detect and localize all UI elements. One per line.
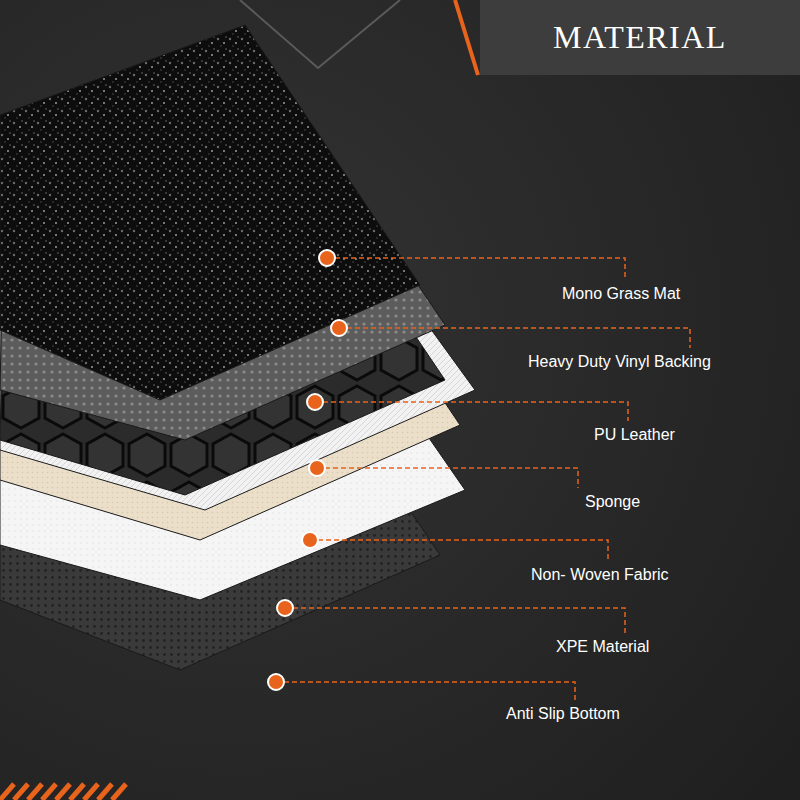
layer-label: Non- Woven Fabric <box>531 565 669 585</box>
layer-label: PU Leather <box>594 425 675 445</box>
layer-label: Heavy Duty Vinyl Backing <box>528 352 711 372</box>
title: MATERIAL <box>553 19 727 56</box>
layer-label: Anti Slip Bottom <box>506 704 620 724</box>
layer-label: Mono Grass Mat <box>562 284 680 304</box>
title-banner: MATERIAL <box>480 0 800 75</box>
layer-label: Sponge <box>585 492 640 512</box>
layer-label: XPE Material <box>556 637 649 657</box>
